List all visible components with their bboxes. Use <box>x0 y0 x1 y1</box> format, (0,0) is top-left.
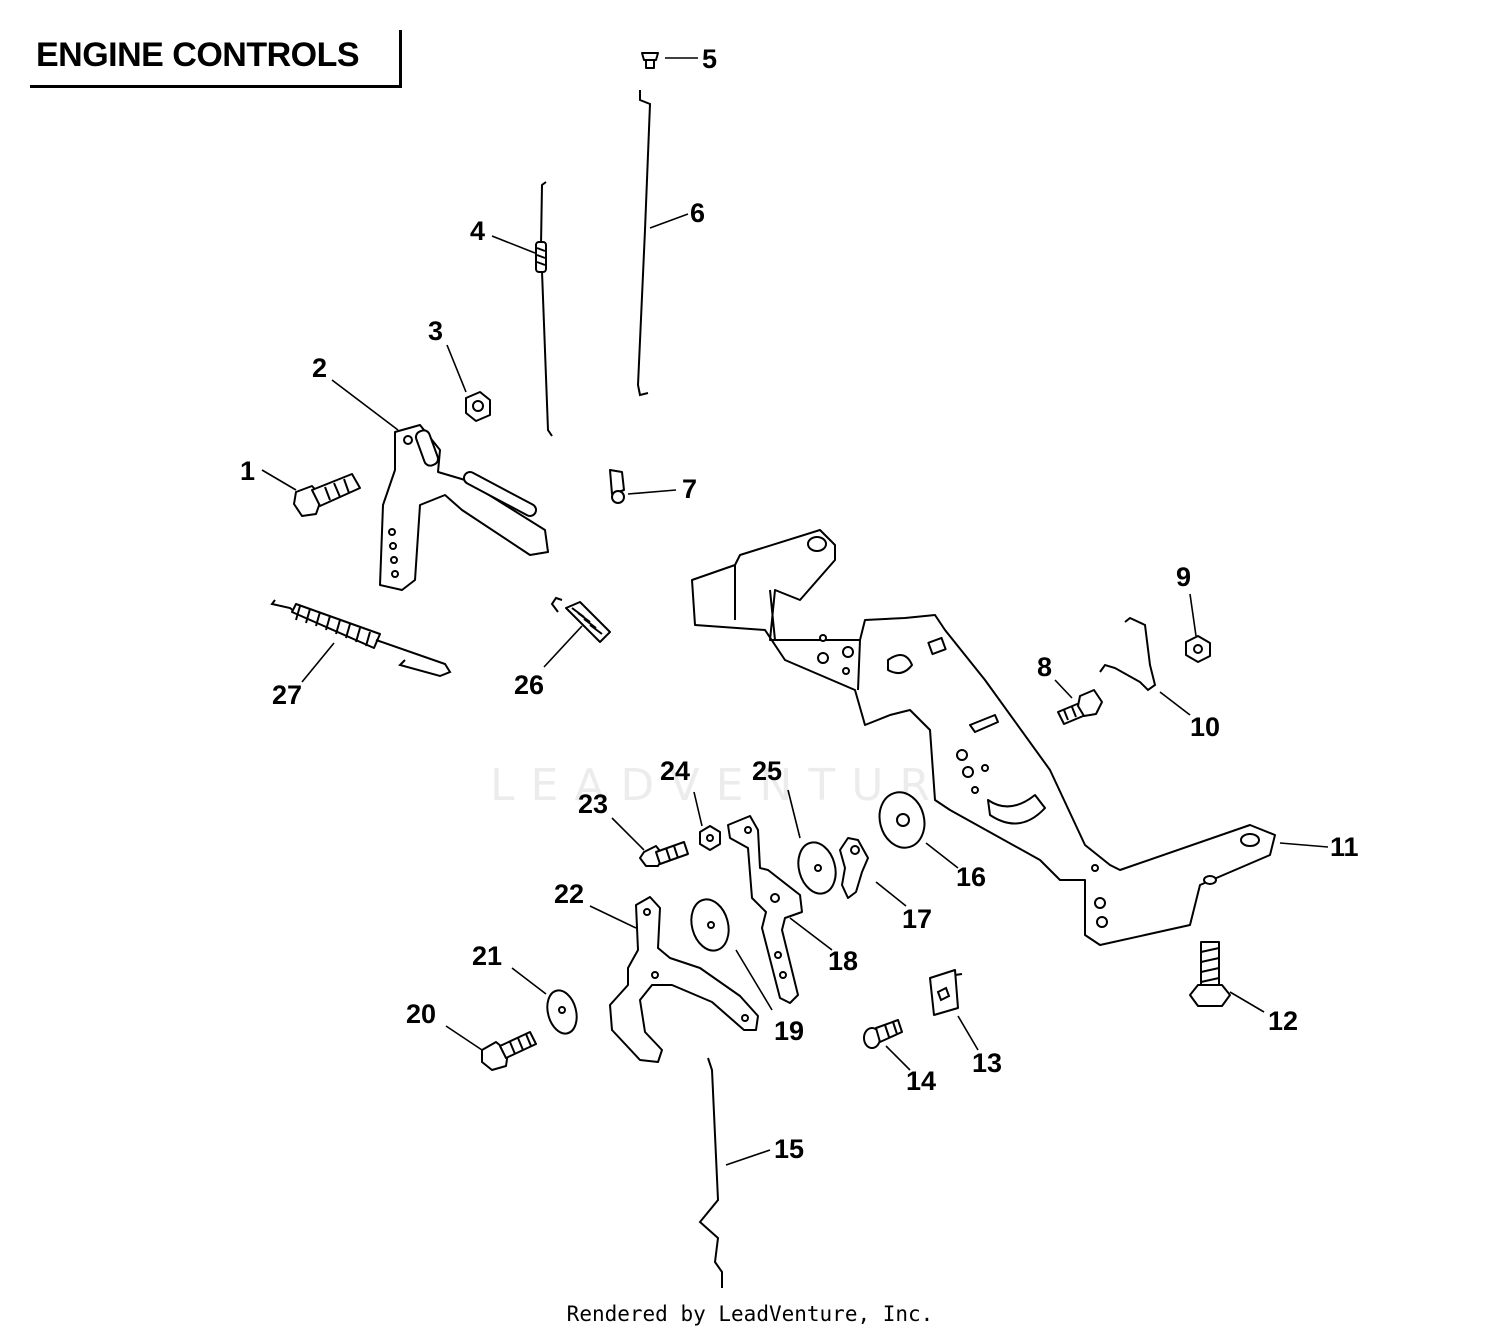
callout-11: 11 <box>1330 832 1359 862</box>
part-22-bracket-icon <box>609 896 759 1063</box>
part-14-bolt-icon <box>863 1019 903 1049</box>
part-7-clip-icon <box>609 469 625 504</box>
part-26-spring-icon <box>550 596 611 643</box>
part-10-spring-icon <box>1099 616 1157 692</box>
callout-14: 14 <box>906 1066 936 1096</box>
callout-17: 17 <box>902 904 932 934</box>
footer-credit: Rendered by LeadVenture, Inc. <box>566 1302 934 1326</box>
callout-8: 8 <box>1037 652 1052 682</box>
callout-5: 5 <box>702 44 717 74</box>
part-16-washer-icon <box>878 791 926 849</box>
part-19-washer-icon <box>690 898 730 952</box>
callout-18: 18 <box>828 946 858 976</box>
part-25-washer-icon <box>797 841 837 895</box>
callout-20: 20 <box>406 999 436 1029</box>
callout-27: 27 <box>272 680 302 710</box>
part-24-nut-icon <box>699 825 721 851</box>
callout-23: 23 <box>578 789 608 819</box>
page-title: ENGINE CONTROLS <box>36 36 360 74</box>
part-27-spring-icon <box>270 599 452 678</box>
part-11-bracket-icon <box>691 529 1276 946</box>
part-9-nut-icon <box>1185 635 1211 663</box>
callout-3: 3 <box>428 316 443 346</box>
callout-16: 16 <box>956 862 986 892</box>
part-12-bolt-icon <box>1189 941 1231 1007</box>
part-13-clip-icon <box>929 969 963 1016</box>
part-21-washer-icon <box>546 989 578 1035</box>
callout-12: 12 <box>1268 1006 1298 1036</box>
part-1-bolt-icon <box>293 473 361 517</box>
part-23-bolt-icon <box>639 841 689 867</box>
callout-10: 10 <box>1190 712 1220 742</box>
part-20-bolt-icon <box>481 1031 537 1071</box>
callout-13: 13 <box>972 1048 1002 1078</box>
title-frame: ENGINE CONTROLS <box>30 30 402 88</box>
callout-24: 24 <box>660 756 690 786</box>
part-5-clip-icon <box>641 52 659 69</box>
callout-9: 9 <box>1176 562 1191 592</box>
part-17-bracket-icon <box>839 837 869 899</box>
callout-4: 4 <box>470 216 485 246</box>
callout-25: 25 <box>752 756 782 786</box>
part-6-link-rod-icon <box>636 90 652 397</box>
part-15-link-rod-icon <box>698 1057 723 1288</box>
callout-6: 6 <box>690 198 705 228</box>
part-4-link-rod-icon <box>535 181 553 437</box>
part-18-bracket-icon <box>727 815 803 1004</box>
callout-2: 2 <box>312 353 327 383</box>
callout-19: 19 <box>774 1016 804 1046</box>
part-2-bracket-icon <box>379 424 549 591</box>
callout-labels: 1 2 3 4 5 6 7 8 9 10 11 12 13 14 15 16 1… <box>240 44 1359 1164</box>
part-3-nut-icon <box>465 391 491 422</box>
callout-22: 22 <box>554 879 584 909</box>
part-8-bolt-icon <box>1057 689 1103 725</box>
callout-21: 21 <box>472 941 502 971</box>
callout-15: 15 <box>774 1134 804 1164</box>
callout-1: 1 <box>240 456 255 486</box>
leader-lines <box>261 57 1329 1166</box>
callout-7: 7 <box>682 474 697 504</box>
callout-26: 26 <box>514 670 544 700</box>
